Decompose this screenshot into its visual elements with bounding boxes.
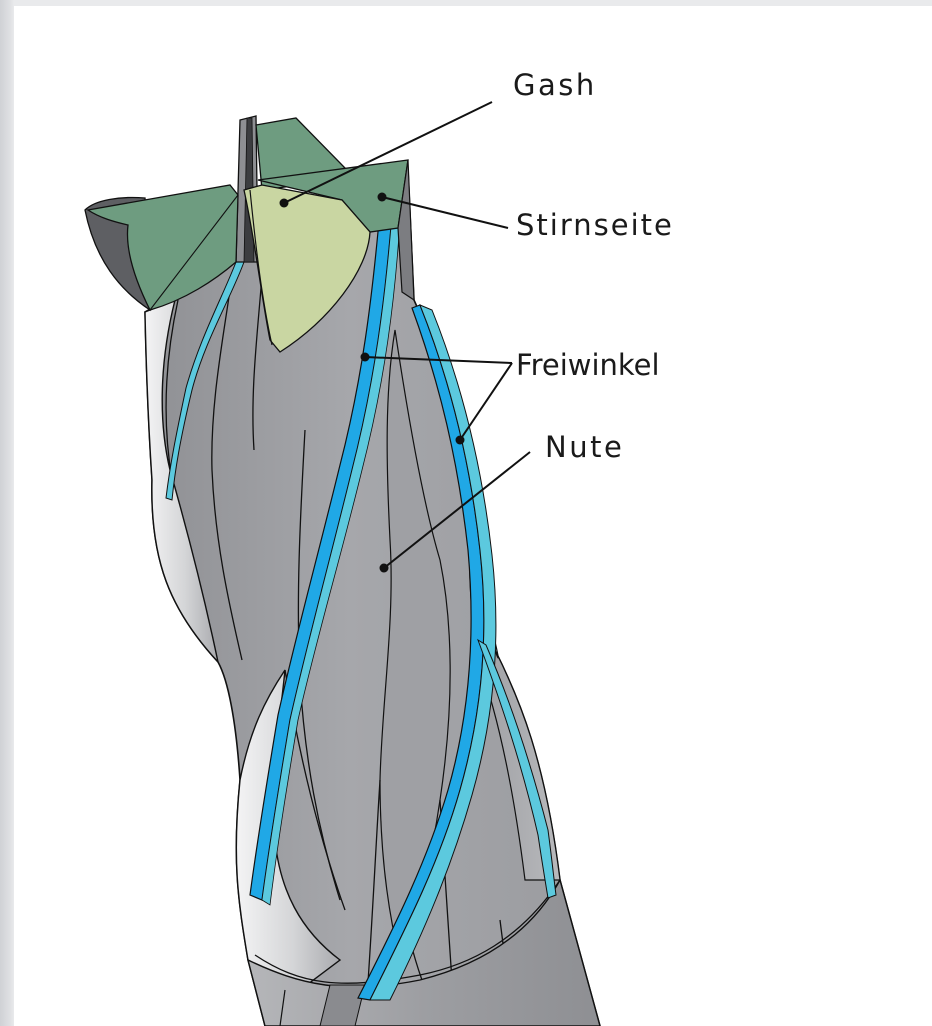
leader-freiwinkel-2 xyxy=(460,363,512,440)
leader-dot xyxy=(280,199,289,208)
label-freiwinkel: Freiwinkel xyxy=(516,348,660,382)
label-gash: Gash xyxy=(513,68,597,102)
leader-dot xyxy=(361,353,370,362)
label-stirnseite: Stirnseite xyxy=(516,208,674,242)
leader-dot xyxy=(380,564,389,573)
label-nute: Nute xyxy=(545,430,624,464)
leader-dot xyxy=(378,193,387,202)
leader-dot xyxy=(456,436,465,445)
